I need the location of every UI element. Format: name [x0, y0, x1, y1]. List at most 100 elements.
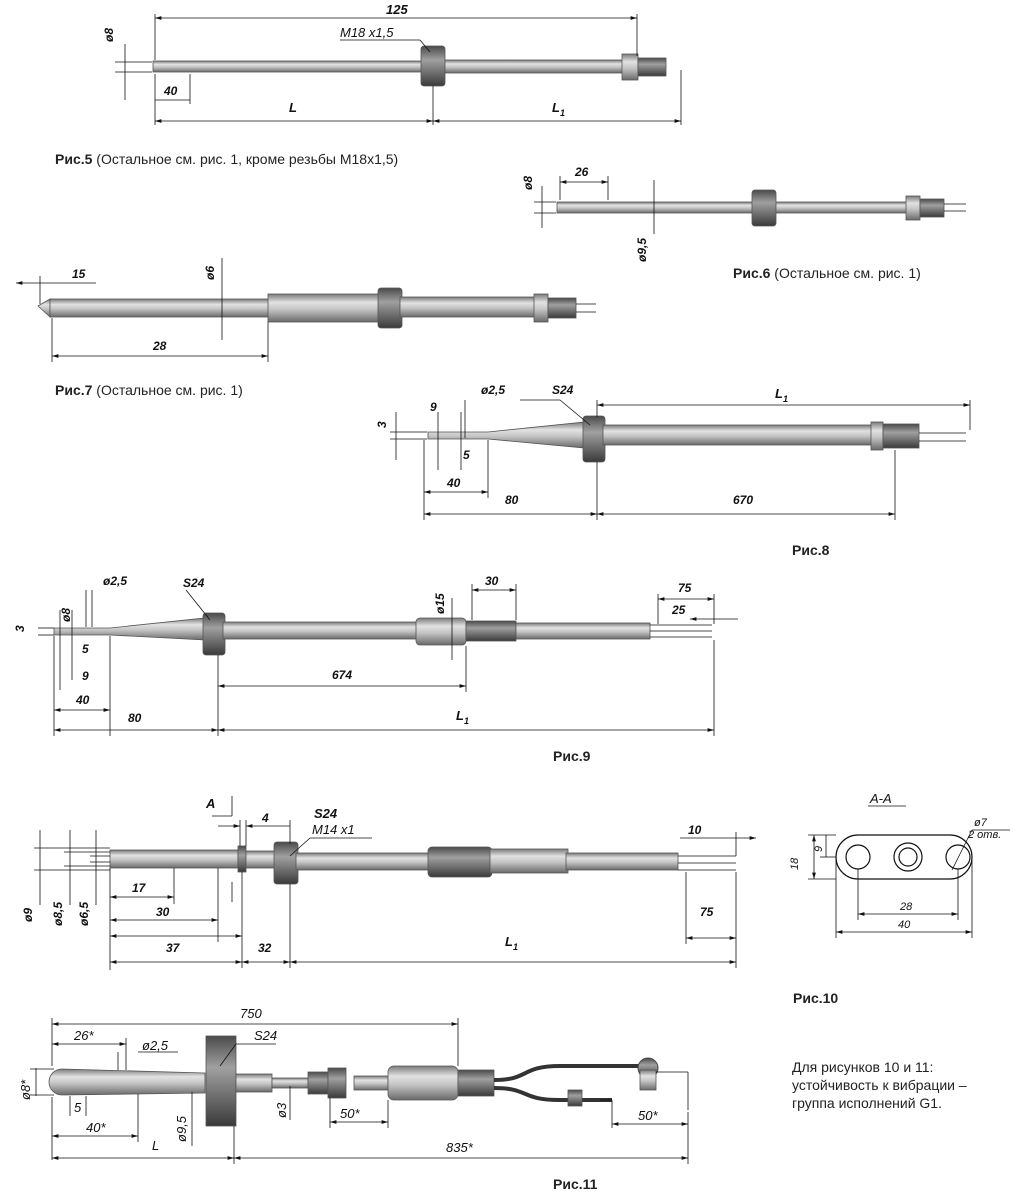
fig10-dim-28: 28: [899, 901, 913, 913]
fig5-connector: [621, 53, 639, 81]
fig7-caption-label: Рис.7: [55, 382, 93, 398]
fig5-drawing: 125 ø8 40 L L1 M18 x1,5: [102, 2, 682, 125]
fig5-dim-40: 40: [163, 84, 178, 98]
fig10-caption: Рис.10: [793, 990, 838, 1006]
fig6-caption-label: Рис.6: [733, 265, 771, 281]
fig10-dim-40: 40: [898, 919, 911, 931]
fig10-thread: [427, 846, 493, 878]
fig11-thread: [457, 1069, 495, 1097]
fig9-dim-30: 30: [485, 574, 499, 588]
fig8-dim-d25: ø2,5: [481, 383, 505, 397]
fig10-dim-17: 17: [132, 881, 147, 895]
fig9-dim-75: 75: [678, 581, 692, 595]
fig10-dim-32: 32: [258, 941, 272, 955]
fig11-drawing: 750 26* ø2,5 S24 ø8* 5 40* L ø9,5 ø3 50*…: [18, 1006, 689, 1164]
fig10-probe-tube: [295, 852, 431, 871]
fig11-caption: Рис.11: [553, 1176, 597, 1192]
fig10-dim-d7: ø7: [974, 817, 988, 829]
fig9-dim-d25: ø2,5: [103, 574, 127, 588]
fig5-caption: Рис.5 (Остальное см. рис. 1, кроме резьб…: [55, 151, 398, 167]
fig9-dim-9: 9: [82, 669, 89, 683]
fig9-thread: [465, 620, 517, 642]
fig9-dim-40: 40: [75, 693, 90, 707]
fig11-dim-d8: ø8*: [18, 1079, 33, 1100]
fig11-dim-5: 5: [74, 1100, 82, 1115]
fig9-dim-674: 674: [332, 668, 352, 682]
fig6-drawing: 26 ø8 ø9,5: [521, 165, 966, 262]
fig9-tapered-tube: [53, 617, 206, 641]
fig11-nut: [307, 1071, 329, 1095]
fig10-dim-L1: L1: [505, 934, 518, 952]
fig8-dim-9: 9: [430, 400, 437, 414]
fig9-dim-d15: ø15: [433, 593, 447, 614]
fig10-dim-30: 30: [156, 905, 170, 919]
note-line: группа исполнений G1.: [792, 1095, 942, 1111]
fig11-dim-40: 40*: [86, 1120, 106, 1135]
fig8-connector: [870, 421, 884, 451]
fig11-probe-tube: [235, 1073, 273, 1093]
fig11-dim-26: 26*: [73, 1028, 94, 1043]
fig10-dim-S24: S24: [314, 806, 338, 821]
fig11-dim-750: 750: [240, 1006, 262, 1021]
fig7-probe-body: [267, 293, 381, 323]
fig8-tapered-tube: [427, 421, 586, 449]
fig8-dim-S24: S24: [552, 383, 574, 397]
fig11-probe-tip: [48, 1068, 206, 1096]
fig11-probe-tube: [353, 1075, 389, 1091]
fig11-dim-d95: ø9,5: [174, 1115, 189, 1142]
fig8-caption-label: Рис.8: [792, 542, 830, 558]
note-line: Для рисунков 10 и 11:: [792, 1059, 934, 1075]
center-bore: [893, 842, 923, 872]
fig11-caption-label: Рис.11: [553, 1176, 598, 1192]
fig11-nut: [327, 1067, 347, 1099]
fig10-dim-75: 75: [700, 905, 714, 919]
fig7-caption: Рис.7 (Остальное см. рис. 1): [55, 382, 243, 398]
flange-outline: [835, 834, 973, 880]
fig9-probe-tube: [515, 622, 651, 640]
fig7-thread: [547, 297, 577, 319]
note-line: устойчивость к вибрации –: [792, 1077, 967, 1093]
vibration-note: Для рисунков 10 и 11: устойчивость к виб…: [792, 1058, 967, 1112]
fig7-caption-text: (Остальное см. рис. 1): [92, 382, 243, 398]
fig6-dim-d8: ø8: [521, 176, 535, 190]
fig10-dim-d85: ø8,5: [51, 902, 65, 926]
fig6-probe-tube: [772, 201, 909, 214]
fig11-dim-d3: ø3: [274, 1102, 289, 1118]
fig9-dim-d8: ø8: [59, 608, 73, 622]
fig11-dim-d25: ø2,5: [142, 1038, 169, 1053]
fig7-drawing: 15 ø6 28: [15, 258, 596, 362]
fig10-thread-label: M14 x1: [312, 822, 355, 837]
fig11-flange: [205, 1035, 237, 1127]
fig10-flange: [237, 845, 247, 873]
fig6-connector: [905, 195, 921, 221]
fig7-probe-tube: [399, 296, 537, 318]
fig5-thread: [637, 57, 667, 77]
fig10-probe-tube: [565, 852, 679, 871]
fig5-dim-L: L: [289, 100, 297, 115]
fig9-drawing: ø2,5 S24 ø15 30 75 25 3 ø8 5 9 674 40 80…: [13, 574, 738, 736]
fig10-section-aa: A-A ø7 2 отв. 9 18 28 40: [789, 791, 1010, 938]
fig9-dim-3: 3: [13, 625, 27, 632]
fig5-probe-tube: [442, 59, 624, 74]
fig8-probe-tube: [602, 424, 874, 446]
fig5-hex-nut: [420, 45, 446, 87]
fig11-dim-50a: 50*: [340, 1106, 360, 1121]
fig5-dim-125: 125: [386, 2, 408, 17]
fig8-thread: [882, 423, 920, 449]
fig8-drawing: 3 9 ø2,5 S24 L1 5 40 80 670: [375, 383, 971, 520]
fig8-dim-80: 80: [505, 493, 519, 507]
fig5-probe-tube: [152, 60, 424, 73]
fig7-probe-tube: [49, 298, 271, 318]
fig6-dim-26: 26: [574, 165, 589, 179]
fig7-connector: [533, 293, 549, 323]
fig10-dim-10: 10: [688, 823, 702, 837]
fig10-dim-4: 4: [261, 811, 269, 825]
fig10-hex-nut: [273, 841, 299, 885]
fig6-caption: Рис.6 (Остальное см. рис. 1): [733, 265, 921, 281]
fig8-dim-40: 40: [446, 476, 461, 490]
fig11-ferrule: [567, 1089, 583, 1107]
fig7-dim-d6: ø6: [203, 266, 217, 280]
fig5-dim-d8: ø8: [102, 28, 116, 42]
fig10-dim-37: 37: [166, 941, 181, 955]
fig10-dim-9: 9: [813, 846, 825, 852]
